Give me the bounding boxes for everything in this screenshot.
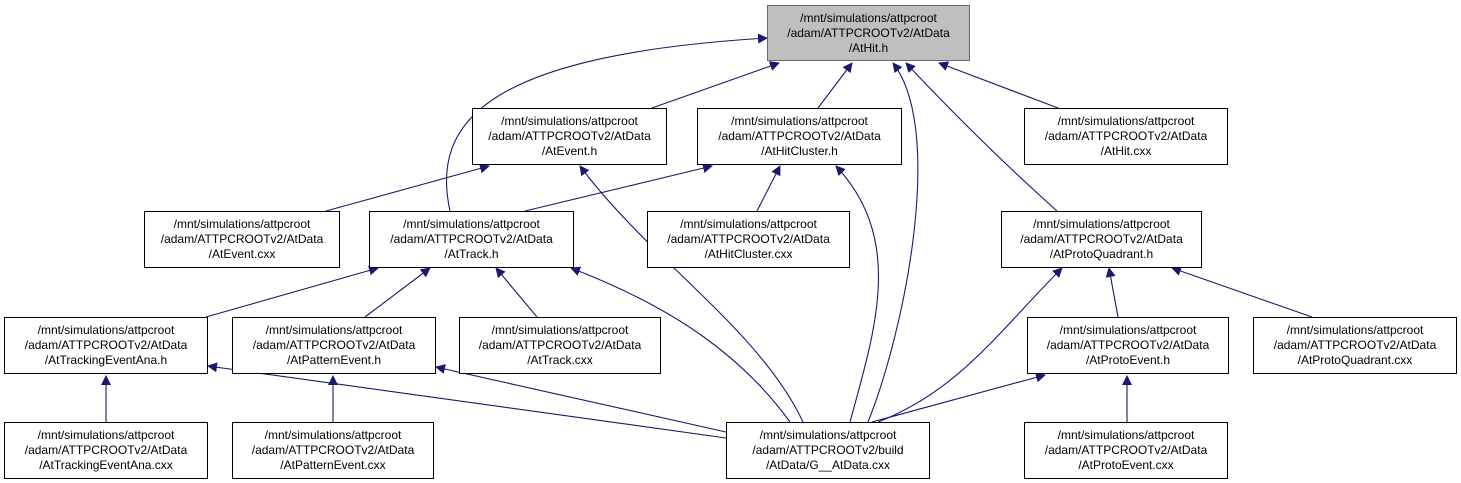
node-line: /adam/ATTPCROOTv2/AtData: [718, 129, 881, 143]
node-line: /AtData/G__AtData.cxx: [765, 458, 891, 472]
node-line: /AtProtoQuadrant.cxx: [1297, 353, 1413, 367]
node-line: /AtTrack.h: [444, 247, 499, 261]
node-line: /mnt/simulations/attpcroot: [731, 114, 868, 128]
node-line: /mnt/simulations/attpcroot: [37, 323, 175, 337]
node-line: /AtTrackingEventAna.h: [44, 353, 168, 367]
node-line: /mnt/simulations/attpcroot: [759, 428, 897, 442]
node-athitcluster-h[interactable]: /mnt/simulations/attpcroot /adam/ATTPCRO…: [697, 108, 902, 165]
node-line: /AtProtoEvent.cxx: [1078, 458, 1174, 472]
node-line: /AtHit.cxx: [1100, 144, 1152, 158]
node-atevent-h[interactable]: /mnt/simulations/attpcroot /adam/ATTPCRO…: [472, 108, 667, 165]
node-attrackingeventana-h[interactable]: /mnt/simulations/attpcroot /adam/ATTPCRO…: [4, 317, 208, 374]
node-line: /adam/ATTPCROOTv2/AtData: [24, 338, 188, 352]
edge-athit-cxx-to-athit-h: [938, 61, 1059, 109]
node-line: /adam/ATTPCROOTv2/AtData: [252, 338, 416, 352]
node-line: /AtHitCluster.h: [761, 144, 838, 158]
edge-g-atdata-cxx-to-atprotoquadrant-h: [877, 267, 1063, 423]
edge-attrack-h-to-athitcluster-h: [524, 163, 713, 212]
node-athit-h: /mnt/simulations/attpcroot /adam/ATTPCRO…: [767, 5, 970, 61]
node-line: /adam/ATTPCROOTv2/AtData: [1046, 338, 1210, 352]
edge-attrackingeventana-h-to-attrack-h: [205, 265, 379, 318]
node-line: /adam/ATTPCROOTv2/AtData: [488, 129, 651, 143]
edge-atprotoevent-h-to-atprotoquadrant-h: [1105, 267, 1119, 318]
node-line: /mnt/simulations/attpcroot: [37, 428, 175, 442]
node-line: /adam/ATTPCROOTv2/AtData: [160, 232, 324, 246]
node-line: /mnt/simulations/attpcroot: [1057, 428, 1195, 442]
node-line: /AtTrackingEventAna.cxx: [39, 458, 173, 472]
edge-g-atdata-cxx-to-attrack-h: [570, 266, 791, 423]
edge-atevent-cxx-to-atevent-h: [325, 163, 490, 212]
node-line: /mnt/simulations/attpcroot: [1057, 114, 1195, 128]
node-atprotoevent-h[interactable]: /mnt/simulations/attpcroot /adam/ATTPCRO…: [1027, 317, 1229, 374]
node-attrack-cxx[interactable]: /mnt/simulations/attpcroot /adam/ATTPCRO…: [459, 317, 661, 374]
node-line: /AtHit.h: [848, 40, 889, 55]
node-line: /adam/ATTPCROOTv2/AtData: [1044, 129, 1208, 143]
edge-g-atdata-cxx-to-athit-h: [867, 62, 919, 423]
node-line: /mnt/simulations/attpcroot: [491, 323, 629, 337]
node-line: /AtProtoEvent.h: [1085, 353, 1171, 367]
node-line: /adam/ATTPCROOTv2/AtData: [478, 338, 642, 352]
node-line: /AtTrack.cxx: [527, 353, 593, 367]
node-line: /mnt/simulations/attpcroot: [1033, 217, 1170, 231]
node-line: /mnt/simulations/attpcroot: [1286, 323, 1424, 337]
node-attrackingeventana-cxx[interactable]: /mnt/simulations/attpcroot /adam/ATTPCRO…: [4, 422, 208, 479]
node-attrack-h[interactable]: /mnt/simulations/attpcroot /adam/ATTPCRO…: [369, 211, 574, 268]
node-atprotoevent-cxx[interactable]: /mnt/simulations/attpcroot /adam/ATTPCRO…: [1024, 422, 1228, 479]
node-line: /mnt/simulations/attpcroot: [680, 217, 817, 231]
node-line: /mnt/simulations/attpcroot: [403, 217, 540, 231]
node-line: /adam/ATTPCROOTv2/AtData: [390, 232, 553, 246]
edge-atevent-h-to-athit-h: [651, 61, 780, 109]
node-line: /adam/ATTPCROOTv2/AtData: [1273, 338, 1437, 352]
node-athitcluster-cxx[interactable]: /mnt/simulations/attpcroot /adam/ATTPCRO…: [647, 211, 850, 268]
node-atpatternevent-cxx[interactable]: /mnt/simulations/attpcroot /adam/ATTPCRO…: [232, 422, 434, 479]
node-line: /mnt/simulations/attpcroot: [265, 323, 403, 337]
node-athit-cxx[interactable]: /mnt/simulations/attpcroot /adam/ATTPCRO…: [1024, 108, 1228, 165]
node-line: /mnt/simulations/attpcroot: [173, 217, 311, 231]
edge-g-atdata-cxx-to-atevent-h: [579, 165, 804, 423]
node-line: /AtEvent.cxx: [208, 247, 276, 261]
edge-attrack-h-to-athit-h: [446, 33, 768, 212]
node-atprotoquadrant-cxx[interactable]: /mnt/simulations/attpcroot /adam/ATTPCRO…: [1253, 317, 1457, 374]
node-line: /adam/ATTPCROOTv2/AtData: [787, 25, 950, 40]
edge-g-atdata-cxx-to-atprotoevent-h: [871, 372, 1046, 423]
node-line: /mnt/simulations/attpcroot: [1059, 323, 1197, 337]
node-atprotoquadrant-h[interactable]: /mnt/simulations/attpcroot /adam/ATTPCRO…: [1001, 211, 1202, 268]
edge-attrack-cxx-to-attrack-h: [495, 267, 538, 318]
node-line: /adam/ATTPCROOTv2/AtData: [667, 232, 830, 246]
edge-g-atdata-cxx-to-atpatternevent-h: [435, 364, 727, 433]
node-line: /mnt/simulations/attpcroot: [501, 114, 638, 128]
node-line: /mnt/simulations/attpcroot: [800, 10, 937, 25]
edge-atprotoquadrant-h-to-athit-h: [905, 62, 1058, 212]
edge-g-atdata-cxx-to-athitcluster-h: [835, 165, 880, 423]
node-line: /AtEvent.h: [541, 144, 598, 158]
node-line: /AtHitCluster.cxx: [704, 247, 793, 261]
edge-atprotoquadrant-cxx-to-atprotoquadrant-h: [1171, 266, 1313, 318]
edge-g-atdata-cxx-to-attrackingeventana-h: [207, 362, 727, 439]
node-line: /adam/ATTPCROOTv2/AtData: [24, 443, 188, 457]
edge-athitcluster-h-to-athit-h: [817, 62, 853, 109]
node-line: /AtPatternEvent.h: [286, 353, 382, 367]
node-g-atdata-cxx[interactable]: /mnt/simulations/attpcroot /adam/ATTPCRO…: [726, 422, 930, 479]
edge-atpatternevent-h-to-attrack-h: [364, 267, 431, 318]
node-atevent-cxx[interactable]: /mnt/simulations/attpcroot /adam/ATTPCRO…: [144, 211, 340, 268]
node-line: /AtProtoQuadrant.h: [1049, 247, 1154, 261]
node-atpatternevent-h[interactable]: /mnt/simulations/attpcroot /adam/ATTPCRO…: [232, 317, 436, 374]
node-line: /AtPatternEvent.cxx: [280, 458, 386, 472]
node-line: /adam/ATTPCROOTv2/AtData: [1020, 232, 1183, 246]
edge-athitcluster-cxx-to-athitcluster-h: [756, 165, 781, 212]
node-line: /adam/ATTPCROOTv2/AtData: [1044, 443, 1208, 457]
node-line: /adam/ATTPCROOTv2/build: [752, 443, 904, 457]
node-line: /adam/ATTPCROOTv2/AtData: [251, 443, 415, 457]
node-line: /mnt/simulations/attpcroot: [264, 428, 402, 442]
